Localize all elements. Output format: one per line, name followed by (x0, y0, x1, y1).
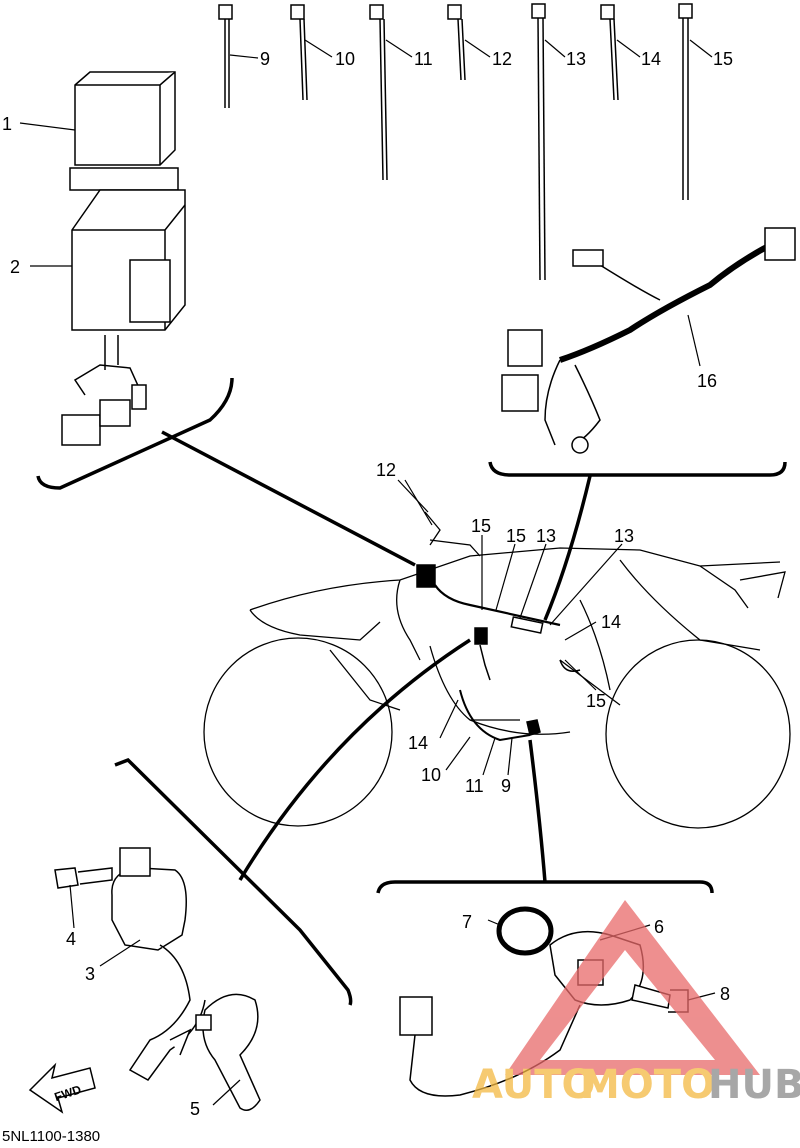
callout-13-bike-a: 13 (536, 526, 556, 546)
watermark-hub: HUB (708, 1062, 800, 1108)
diagram-code: 5NL1100-1380 (2, 1128, 101, 1145)
callout-14-bike-b: 14 (408, 733, 428, 753)
cable-tie-11 (369, 4, 388, 181)
bike-parts (416, 564, 581, 742)
rear-fender (249, 547, 781, 611)
fwd-arrow: FWD (28, 1062, 96, 1114)
callout-15-bike-b: 15 (506, 526, 526, 546)
spark-plug-cap (202, 993, 261, 1111)
callout-12-bike: 12 (376, 460, 396, 480)
watermark-moto: MOTO (580, 1062, 715, 1108)
cdi-unit-group (61, 71, 186, 446)
callout-11-bike: 11 (465, 776, 484, 796)
callout-3: 3 (85, 964, 95, 984)
callout-9-top: 9 (260, 49, 270, 69)
rear-wheel (203, 637, 393, 827)
bolt (54, 867, 113, 889)
callout-13-top: 13 (566, 49, 586, 69)
callout-6: 6 (654, 917, 664, 937)
wire-harness-group (501, 227, 796, 454)
o-ring (496, 906, 554, 956)
callout-1: 1 (2, 114, 12, 134)
callout-15-bike-c: 15 (586, 691, 606, 711)
cable-tie-14 (600, 4, 619, 101)
cable-tie-10 (290, 4, 308, 101)
callout-11-top: 11 (414, 49, 433, 69)
bracket-lines (36, 377, 787, 1006)
front-wheel (605, 639, 791, 829)
callout-2: 2 (10, 257, 20, 277)
callout-4: 4 (66, 929, 76, 949)
watermark-auto: AUTO (472, 1062, 596, 1108)
callout-14-top: 14 (641, 49, 661, 69)
cable-tie-13 (531, 3, 546, 281)
callout-7: 7 (462, 912, 472, 932)
callout-5: 5 (190, 1099, 200, 1119)
cdi-unit (74, 71, 176, 166)
motorcycle-outline (203, 511, 791, 829)
ignition-coil-group (54, 847, 261, 1111)
ignition-coil (111, 867, 187, 951)
cable-tie-15 (678, 3, 693, 200)
wire-harness (559, 237, 782, 363)
callout-10-bike: 10 (421, 765, 441, 785)
callout-9-bike: 9 (501, 776, 511, 796)
cable-tie-9 (218, 4, 233, 108)
callout-labels: 1 2 3 4 5 6 7 8 9 10 11 12 13 14 15 16 1… (2, 49, 733, 1119)
callout-12-top: 12 (492, 49, 512, 69)
callout-15-top: 15 (713, 49, 733, 69)
callout-15-bike-a: 15 (471, 516, 491, 536)
callout-8: 8 (720, 984, 730, 1004)
callout-14-bike-a: 14 (601, 612, 621, 632)
watermark-triangle (505, 900, 760, 1075)
leader-lines (19, 39, 716, 1106)
cable-tie-12 (447, 4, 466, 81)
watermark: AUTO MOTO HUB (472, 900, 800, 1108)
cable-ties (218, 3, 693, 281)
callout-16: 16 (697, 371, 717, 391)
callout-13-bike-b: 13 (614, 526, 634, 546)
callout-10-top: 10 (335, 49, 355, 69)
